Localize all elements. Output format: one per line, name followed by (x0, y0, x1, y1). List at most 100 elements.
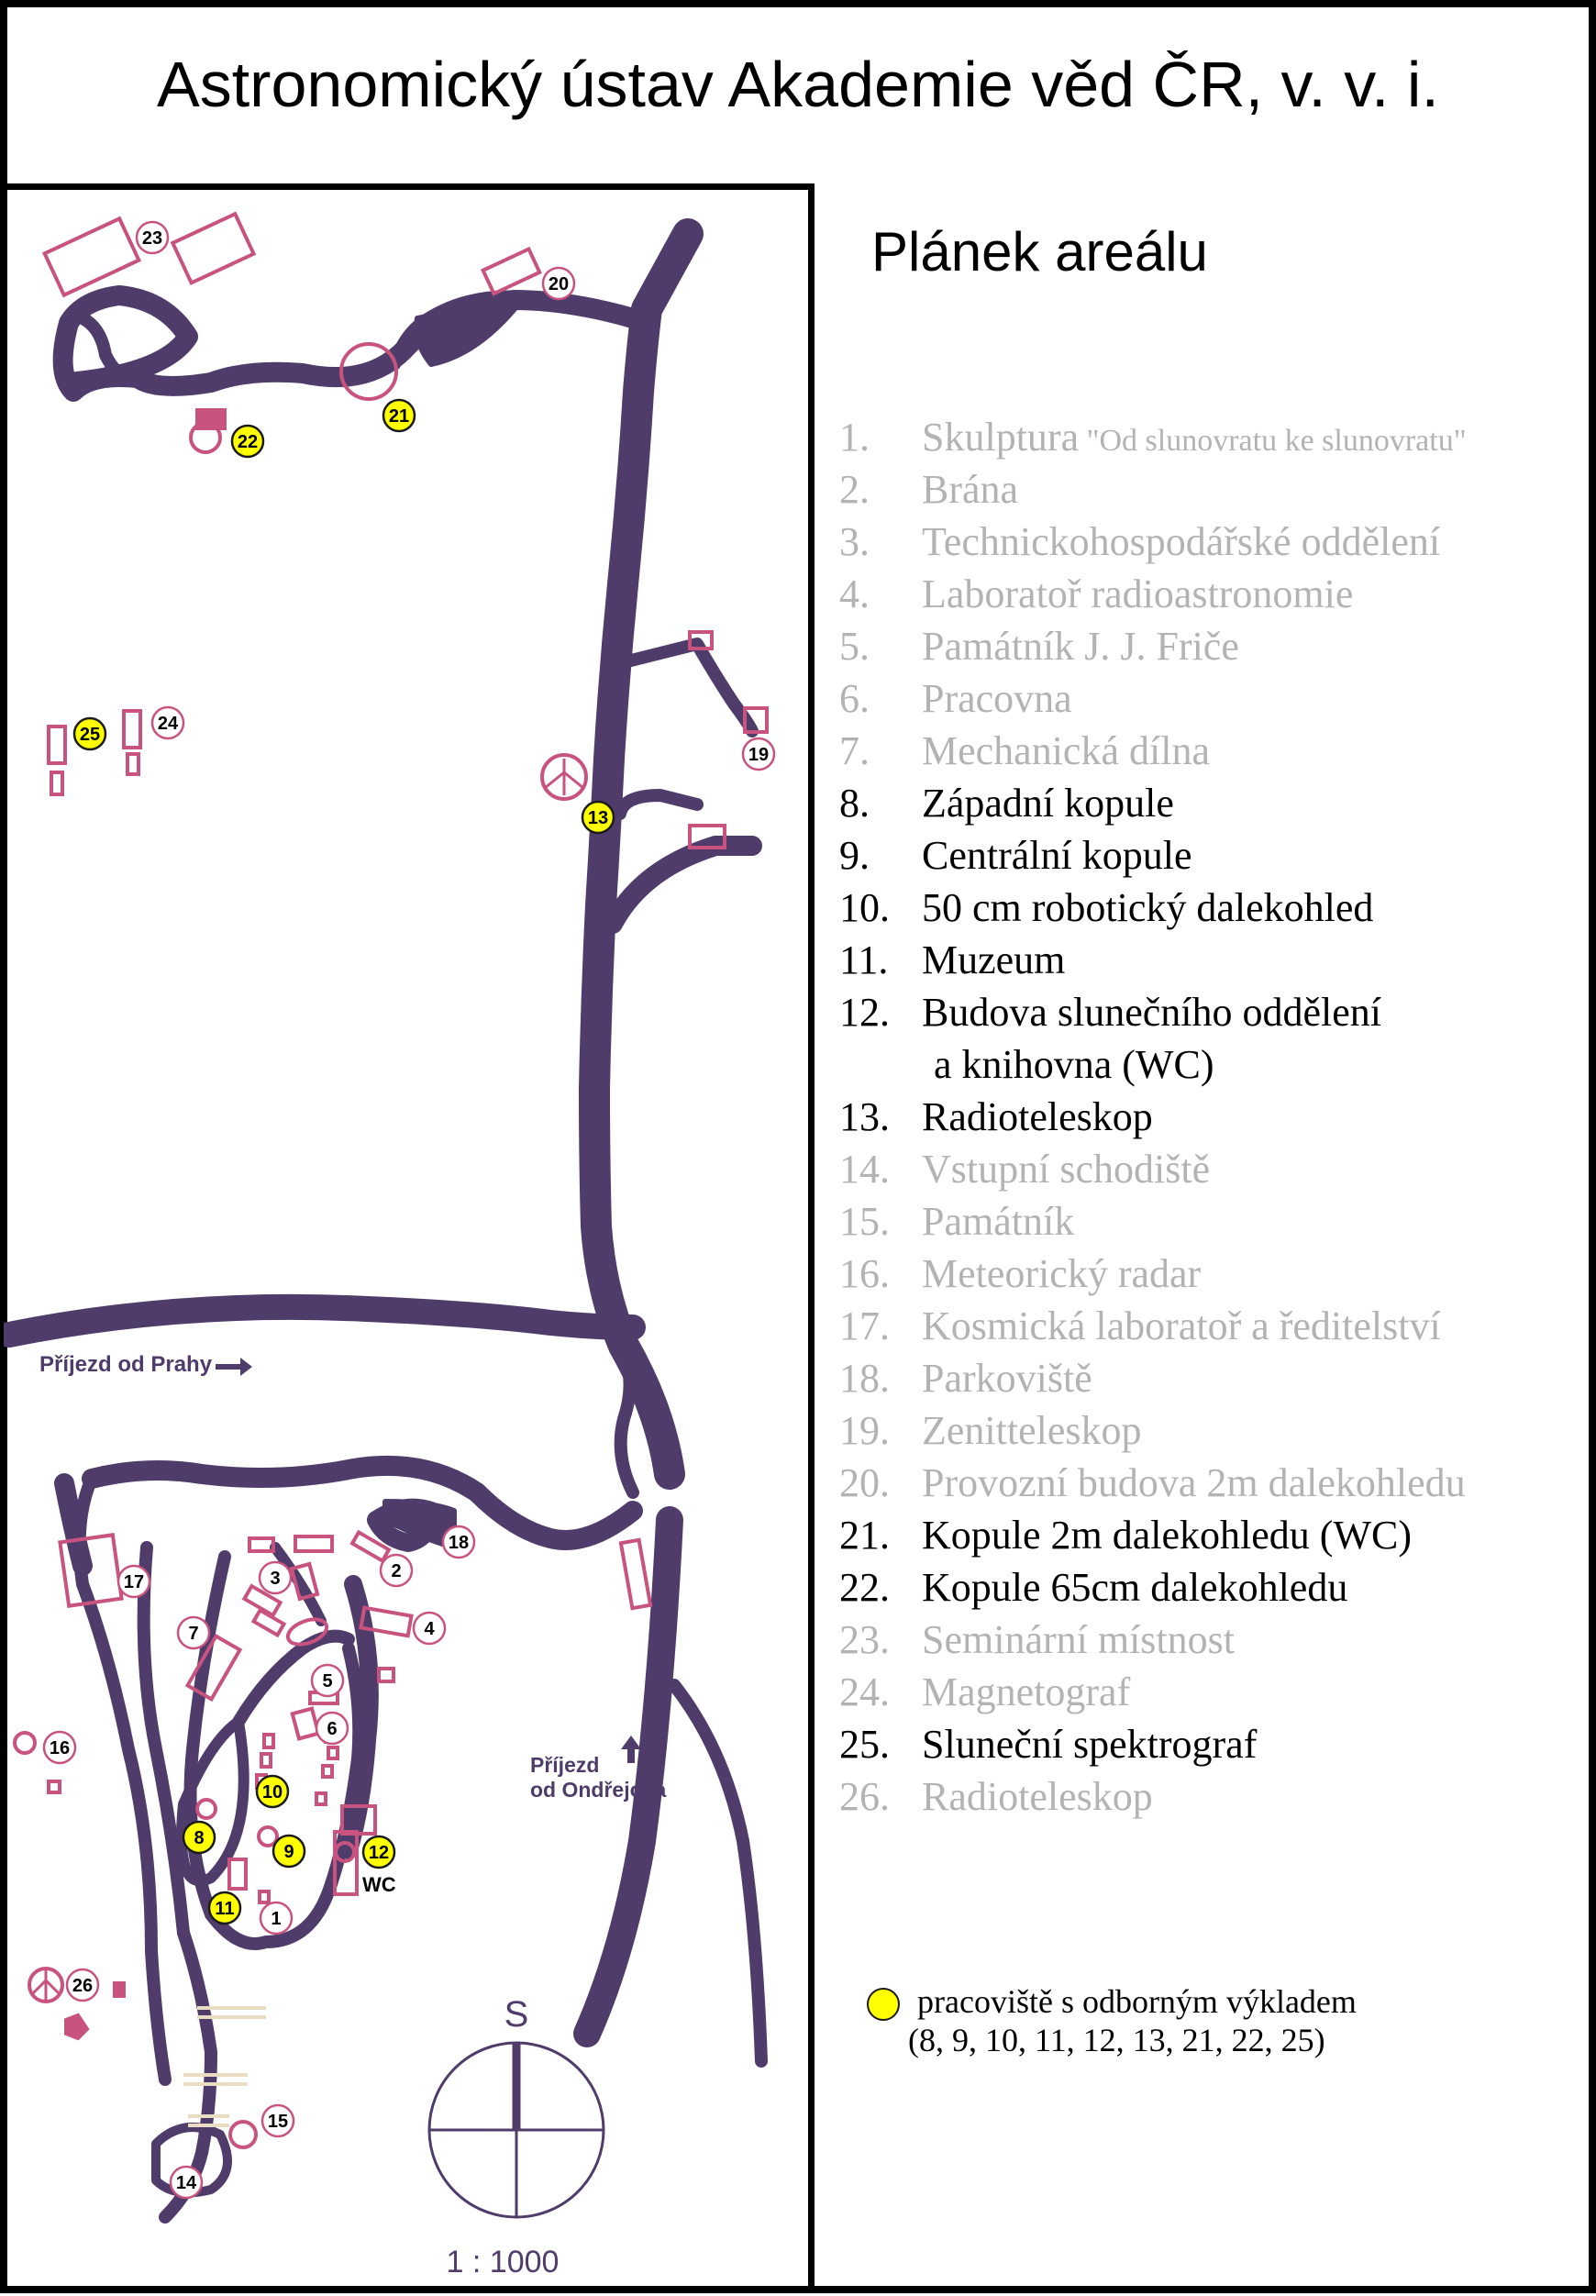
building-12b (333, 1830, 359, 1896)
map-marker-label: 21 (389, 406, 409, 427)
legend-item-label: Budova slunečního oddělení (922, 990, 1382, 1035)
legend-item-number: 9. (839, 833, 870, 878)
legend-item-label: Kosmická laboratoř a ředitelství (922, 1303, 1441, 1348)
legend-item-label: Brána (922, 467, 1019, 512)
building-16b (47, 1780, 61, 1794)
map-marker-13[interactable]: 13 (581, 800, 615, 835)
legend-item-label: Centrální kopule (922, 833, 1192, 878)
building-12-dome (334, 1841, 356, 1863)
map-marker-label: 24 (158, 714, 179, 734)
building-13-mark (544, 759, 584, 795)
building-11 (227, 1858, 248, 1891)
legend-item: 11.Muzeum (839, 934, 1467, 986)
map-marker-label: 8 (194, 1828, 204, 1848)
map-marker-label: 11 (215, 1899, 234, 1919)
legend-item-extra: "Od slunovratu ke slunovratu" (1079, 424, 1467, 458)
map-marker-7[interactable]: 7 (176, 1615, 211, 1650)
legend-item: 16.Meteorický radar (839, 1248, 1467, 1300)
legend-item-number: 22. (839, 1565, 890, 1610)
legend-item-label: Sluneční spektrograf (922, 1722, 1258, 1767)
legend-footnote: pracoviště s odborným výkladem (917, 1983, 1357, 2020)
legend-item: 4.Laboratoř radioastronomie (839, 568, 1467, 620)
map-marker-1[interactable]: 1 (259, 1901, 294, 1936)
map-marker-9[interactable]: 9 (272, 1834, 306, 1869)
map-marker-label: 10 (262, 1782, 283, 1802)
map-marker-15[interactable]: 15 (260, 2103, 295, 2138)
legend-item-label: Mechanická dílna (922, 728, 1210, 773)
road-campus-inner (232, 1629, 355, 1728)
legend-footnote-list: (8, 9, 10, 11, 12, 13, 21, 22, 25) (908, 2022, 1325, 2058)
map-marker-20[interactable]: 20 (541, 266, 576, 301)
map-marker-19[interactable]: 19 (741, 737, 776, 771)
map-marker-6[interactable]: 6 (315, 1711, 349, 1746)
map-marker-21[interactable]: 21 (382, 398, 416, 433)
map-marker-18[interactable]: 18 (441, 1525, 476, 1559)
legend-item-number: 18. (839, 1356, 890, 1401)
map-marker-label: 17 (124, 1572, 144, 1592)
building-3d (241, 1583, 283, 1618)
map-marker-14[interactable]: 14 (169, 2165, 204, 2200)
road-south (573, 1506, 683, 2047)
legend-item-label: Památník (922, 1199, 1075, 1244)
map-marker-17[interactable]: 17 (116, 1564, 151, 1599)
legend-item-number: 6. (839, 676, 870, 721)
map-marker-23[interactable]: 23 (135, 220, 170, 255)
map-marker-label: 15 (268, 2112, 288, 2132)
legend-item-number: 19. (839, 1408, 890, 1453)
map-marker-3[interactable]: 3 (258, 1560, 293, 1595)
legend-item: 6.Pracovna (839, 672, 1467, 725)
legend-item-label: Vstupní schodiště (922, 1147, 1211, 1192)
map-marker-16[interactable]: 16 (42, 1730, 77, 1765)
building-4 (359, 1605, 414, 1638)
legend-item-number: 26. (839, 1774, 890, 1819)
legend-item-label: Muzeum (922, 937, 1066, 982)
map-marker-2[interactable]: 2 (379, 1553, 414, 1588)
map-marker-22[interactable]: 22 (230, 424, 265, 459)
approach-ondrejov-label-2: od Ondřejova (530, 1778, 666, 1802)
approach-ondrejov-arrow (621, 1736, 641, 1763)
building-3e (250, 1607, 287, 1638)
map-marker-label: 4 (424, 1619, 435, 1639)
road-north-left (52, 285, 643, 402)
map-marker-24[interactable]: 24 (150, 705, 185, 740)
map-marker-12[interactable]: 12 (361, 1835, 396, 1869)
legend-item: 9. Centrální kopule (839, 829, 1467, 882)
legend-item: 21.Kopule 2m dalekohledu (WC) (839, 1509, 1467, 1561)
building-6d (321, 1764, 334, 1779)
compass: S (427, 1994, 605, 2219)
legend-item-number: 17. (839, 1303, 890, 1348)
legend-item: 1.Skulptura "Od slunovratu ke slunovratu… (839, 411, 1467, 463)
road-east-1 (617, 638, 759, 738)
map-marker-25[interactable]: 25 (72, 716, 107, 751)
building-26c (64, 2013, 90, 2041)
map-marker-8[interactable]: 8 (182, 1820, 216, 1855)
legend-item-label: Meteorický radar (922, 1251, 1202, 1296)
legend-item: 12.Budova slunečního oddělení (839, 986, 1467, 1038)
map-marker-label: 16 (50, 1738, 70, 1758)
building-24b (126, 752, 140, 776)
legend-item-number: 10. (839, 885, 890, 930)
legend-item-number: 2. (839, 467, 870, 512)
map-marker-26[interactable]: 26 (65, 1968, 100, 2002)
legend-item-label: Zenitteleskop (922, 1408, 1142, 1453)
legend-item: 15.Památník (839, 1195, 1467, 1248)
approach-prague-arrow (216, 1358, 252, 1376)
legend-item: 19. Zenitteleskop (839, 1404, 1467, 1457)
map-marker-10[interactable]: 10 (255, 1774, 290, 1809)
legend-item-label: 50 cm robotický dalekohled (922, 885, 1374, 930)
legend-item-label: Kopule 65cm dalekohledu (922, 1565, 1348, 1610)
map-marker-4[interactable]: 4 (412, 1611, 447, 1646)
map-marker-11[interactable]: 11 (207, 1891, 242, 1925)
map-marker-label: 5 (322, 1671, 332, 1691)
road-campus-w (54, 1473, 93, 1576)
legend-item-number: 23. (839, 1617, 890, 1662)
legend-item-number: 24. (839, 1669, 890, 1714)
map-marker-label: 23 (142, 228, 162, 249)
building-13 (540, 753, 588, 801)
map-marker-5[interactable]: 5 (310, 1663, 345, 1698)
map-marker-label: 20 (549, 274, 569, 294)
road-campus-left (137, 1541, 190, 1939)
legend-item-label: Parkoviště (922, 1356, 1092, 1401)
map-marker-label: 1 (271, 1909, 281, 1929)
